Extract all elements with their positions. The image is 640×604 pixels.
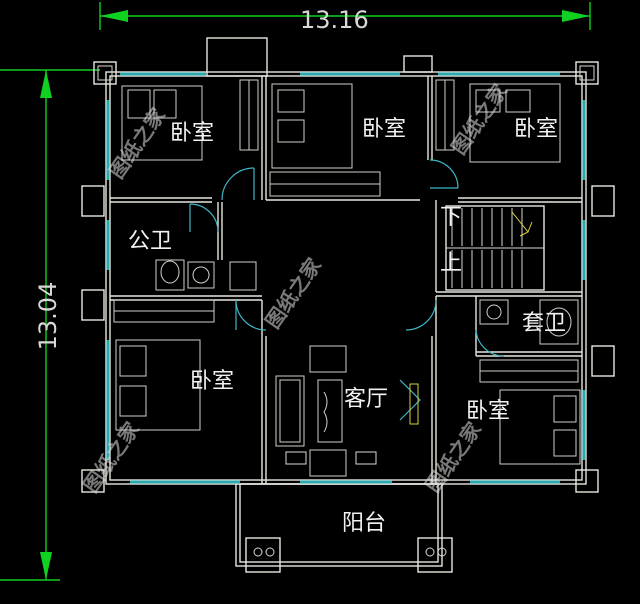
watermark: 图纸之家 bbox=[78, 417, 144, 497]
room-label-bedroom-top-left: 卧室 bbox=[170, 121, 214, 146]
outer-walls bbox=[105, 37, 587, 567]
windows bbox=[106, 72, 586, 484]
bathroom-fixtures bbox=[155, 259, 579, 345]
watermark: 图纸之家 bbox=[104, 103, 170, 183]
stair-direction-arrow bbox=[511, 211, 533, 237]
height-dimension-label: 13.04 bbox=[34, 282, 62, 351]
watermark: 图纸之家 bbox=[446, 79, 512, 159]
room-label-stairs-up: 上 bbox=[440, 251, 462, 276]
room-label-bedroom-top-center: 卧室 bbox=[362, 117, 406, 142]
room-label-bedroom-bottom-right: 卧室 bbox=[466, 399, 510, 424]
room-label-public-bathroom: 公卫 bbox=[128, 229, 172, 254]
beds bbox=[115, 83, 581, 465]
columns bbox=[81, 55, 615, 573]
room-labels: 卧室 卧室 卧室 公卫 下 上 套卫 卧室 客厅 卧室 阳台 bbox=[128, 117, 566, 536]
room-label-bedroom-top-right: 卧室 bbox=[514, 117, 558, 142]
room-label-stairs-down: 下 bbox=[440, 205, 462, 230]
dimension-top bbox=[99, 2, 591, 30]
living-room-furniture bbox=[275, 345, 419, 477]
room-label-ensuite-bathroom: 套卫 bbox=[522, 311, 566, 336]
staircase bbox=[445, 205, 545, 291]
watermark: 图纸之家 bbox=[420, 417, 486, 497]
watermarks: 图纸之家 图纸之家 图纸之家 图纸之家 图纸之家 bbox=[78, 79, 512, 497]
room-label-bedroom-bottom-left: 卧室 bbox=[190, 369, 234, 394]
wardrobes bbox=[113, 79, 579, 383]
room-label-living-room: 客厅 bbox=[344, 387, 388, 412]
interior-walls bbox=[110, 76, 582, 484]
dimension-left bbox=[0, 69, 100, 581]
doors bbox=[189, 159, 505, 421]
room-label-balcony: 阳台 bbox=[342, 511, 386, 536]
stair-treads bbox=[451, 208, 523, 288]
width-dimension-label: 13.16 bbox=[300, 6, 369, 34]
watermark: 图纸之家 bbox=[260, 253, 326, 333]
